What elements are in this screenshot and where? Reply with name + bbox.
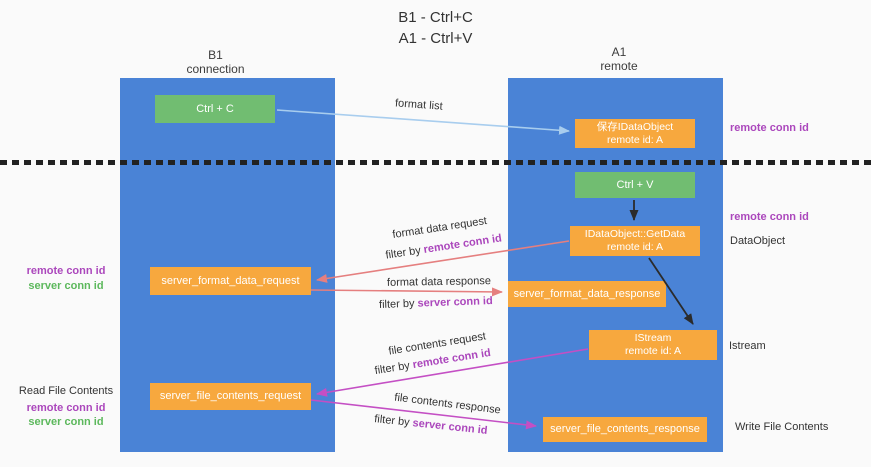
left-column-header: B1 connection (108, 48, 323, 76)
read-file-contents-label: Read File Contents (18, 385, 114, 397)
server-format-data-response-box: server_format_data_response (508, 281, 666, 307)
file-contents-response-filter-label: filter by server conn id (374, 413, 488, 437)
istream-line2: remote id: A (624, 345, 682, 357)
filter-by-text: filter by (373, 359, 414, 378)
istream-box: IStream remote id: A (589, 330, 717, 360)
server-format-data-response-label: server_format_data_response (513, 287, 661, 300)
filter-by-text: filter by (373, 413, 414, 430)
server-file-contents-response-box: server_file_contents_response (543, 417, 707, 442)
left-remote-conn-id-label: remote conn id (26, 265, 106, 277)
left-column-role: connection (186, 62, 245, 76)
server-format-data-request-box: server_format_data_request (150, 267, 311, 295)
save-idataobject-line1: 保存IDataObject (596, 120, 674, 133)
idataobject-getdata-box: IDataObject::GetData remote id: A (570, 226, 700, 256)
format-data-response-filter-label: filter by server conn id (379, 295, 493, 311)
format-list-label: format list (394, 97, 444, 113)
remote-conn-id-key: remote conn id (422, 232, 503, 256)
server-format-data-request-label: server_format_data_request (161, 274, 300, 287)
left-server-conn-id-label: server conn id (28, 280, 104, 292)
server-file-contents-request-label: server_file_contents_request (159, 390, 302, 402)
diagram-title: B1 - Ctrl+C A1 - Ctrl+V (0, 7, 871, 49)
getdata-line1: IDataObject::GetData (584, 228, 686, 240)
left-server-conn-id-label-2: server conn id (28, 416, 104, 428)
server-conn-id-key: server conn id (417, 295, 493, 310)
right-remote-conn-id-label-mid: remote conn id (730, 211, 809, 223)
server-file-contents-request-box: server_file_contents_request (150, 383, 311, 410)
istream-side-label: Istream (729, 340, 766, 352)
save-idataobject-line2: remote id: A (606, 133, 664, 146)
copy-paste-separator-line (0, 160, 871, 165)
istream-line1: IStream (634, 332, 672, 344)
getdata-line2: remote id: A (606, 241, 664, 253)
right-column-role: remote (600, 59, 638, 73)
title-line-1: B1 - Ctrl+C (398, 9, 473, 26)
filter-by-text: filter by (378, 297, 418, 311)
ctrl-c-box: Ctrl + C (155, 95, 275, 123)
filter-by-text: filter by (384, 244, 425, 262)
left-remote-conn-id-label-2: remote conn id (26, 402, 106, 414)
server-conn-id-key: server conn id (411, 417, 489, 437)
save-idataobject-box: 保存IDataObject remote id: A (575, 119, 695, 148)
ctrl-v-label: Ctrl + V (616, 178, 654, 191)
dataobject-label: DataObject (730, 235, 786, 247)
file-contents-response-label: file contents response (393, 391, 502, 417)
ctrl-c-label: Ctrl + C (196, 102, 234, 115)
format-data-response-label: format data response (386, 275, 492, 289)
write-file-contents-label: Write File Contents (735, 421, 829, 433)
title-line-2: A1 - Ctrl+V (398, 30, 473, 47)
server-file-contents-response-label: server_file_contents_response (550, 423, 700, 435)
right-column-header: A1 remote (508, 45, 730, 73)
right-column-name: A1 (611, 45, 627, 59)
right-remote-conn-id-label-top: remote conn id (730, 122, 809, 134)
left-column-name: B1 (208, 48, 223, 62)
format-data-response-arrow (310, 287, 503, 297)
ctrl-v-box: Ctrl + V (575, 172, 695, 198)
